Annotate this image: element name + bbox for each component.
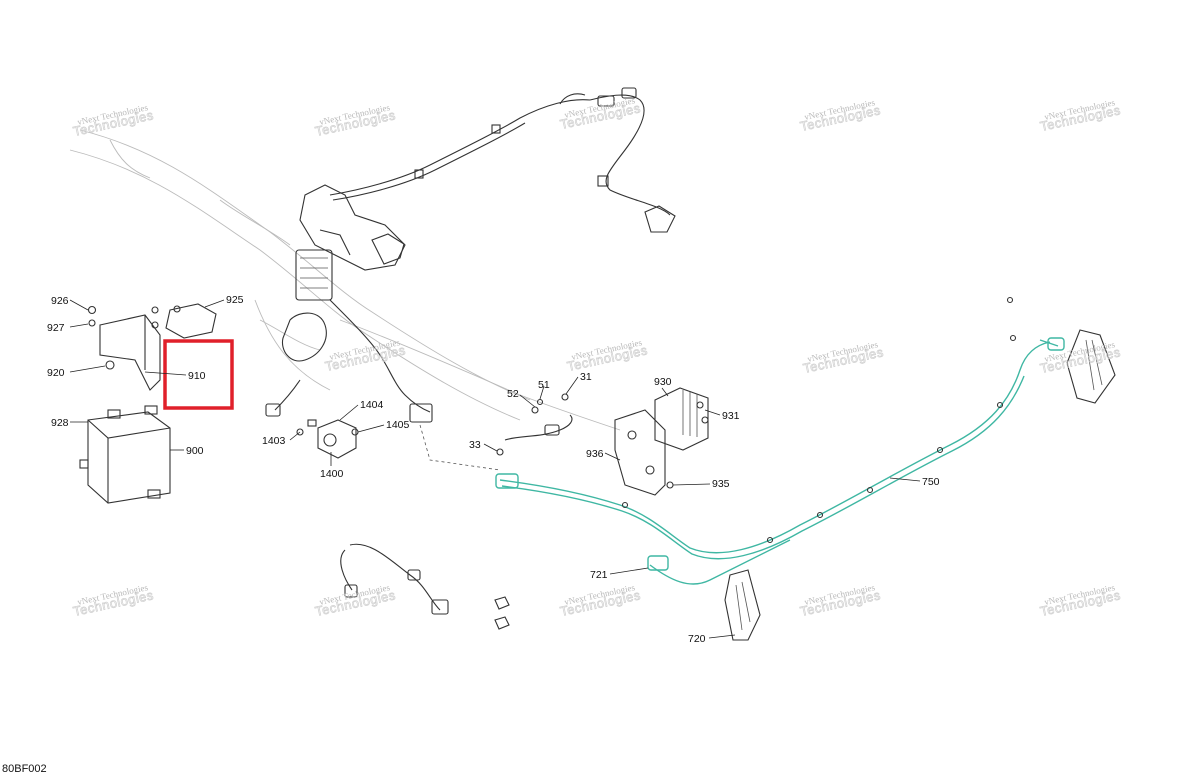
callout-1400: 1400 bbox=[320, 468, 344, 480]
callout-labels: 926 927 925 910 920 928 900 1404 1403 14… bbox=[47, 294, 940, 645]
callout-935: 935 bbox=[712, 478, 730, 490]
callout-52: 52 bbox=[507, 388, 519, 400]
callout-900: 900 bbox=[186, 445, 204, 457]
diagram-code: 80BF002 bbox=[2, 763, 47, 775]
reference-line bbox=[419, 424, 501, 471]
callout-1404: 1404 bbox=[360, 399, 384, 411]
tail-light-upper bbox=[1066, 329, 1116, 404]
callout-928: 928 bbox=[51, 417, 69, 429]
tail-light-720 bbox=[724, 569, 761, 641]
hardware-group bbox=[496, 393, 573, 456]
control-module-930 bbox=[614, 387, 709, 496]
battery-bracket bbox=[87, 303, 217, 391]
battery bbox=[79, 405, 171, 504]
callout-931: 931 bbox=[722, 410, 740, 422]
callout-910: 910 bbox=[188, 370, 206, 382]
lower-harness bbox=[340, 543, 510, 630]
callout-721: 721 bbox=[590, 569, 608, 581]
callout-750: 750 bbox=[922, 476, 940, 488]
center-bracket-assembly bbox=[265, 184, 433, 423]
rear-harness-750 bbox=[495, 296, 1065, 585]
callout-leaders bbox=[69, 299, 921, 639]
callout-33: 33 bbox=[469, 439, 481, 451]
callout-720: 720 bbox=[688, 633, 706, 645]
callout-31: 31 bbox=[580, 371, 592, 383]
callout-1403: 1403 bbox=[262, 435, 286, 447]
frame-tubes bbox=[69, 129, 621, 431]
callout-920: 920 bbox=[47, 367, 65, 379]
main-harness bbox=[329, 87, 676, 233]
callout-930: 930 bbox=[654, 376, 672, 388]
highlight-box-910 bbox=[163, 339, 234, 410]
callout-51: 51 bbox=[538, 379, 550, 391]
watermarks: vNext Technologies Technologies vNext Te… bbox=[71, 95, 1122, 619]
callout-926: 926 bbox=[51, 295, 69, 307]
callout-925: 925 bbox=[226, 294, 244, 306]
callout-936: 936 bbox=[586, 448, 604, 460]
callout-1405: 1405 bbox=[386, 419, 410, 431]
callout-927: 927 bbox=[47, 322, 65, 334]
module-1400 bbox=[296, 419, 359, 459]
